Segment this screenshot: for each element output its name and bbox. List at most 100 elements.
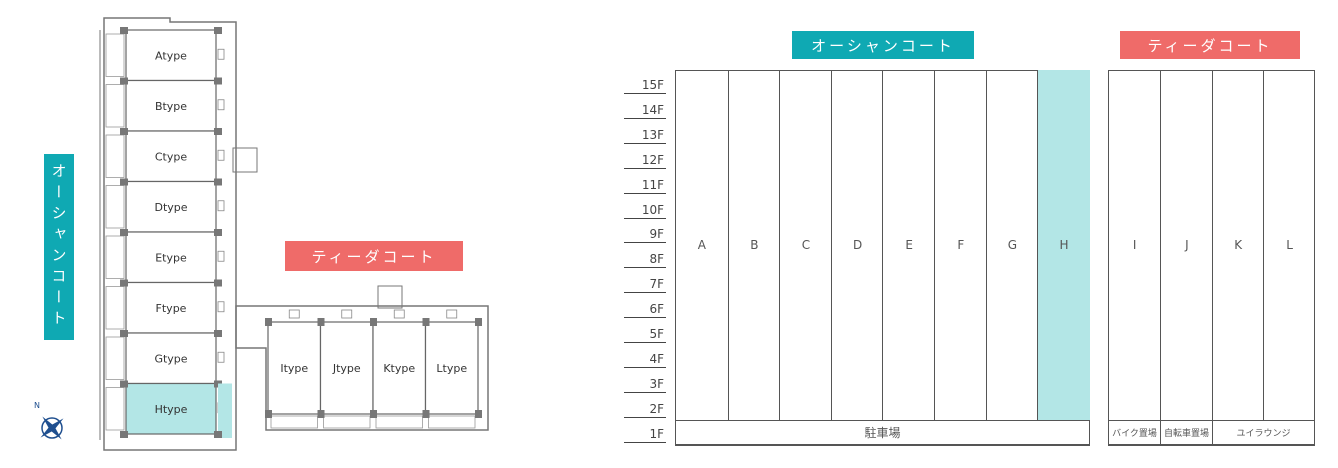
balcony <box>323 415 371 429</box>
floor-label-4f: 4F <box>624 352 666 368</box>
floor-label-2f: 2F <box>624 402 666 418</box>
ocean-court-vertical-label: オーシャンコート <box>44 154 74 340</box>
floor-label-14f: 14F <box>624 103 666 119</box>
door <box>217 149 225 161</box>
tida-column-i: I <box>1132 238 1137 252</box>
balcony <box>105 33 125 77</box>
ground-lounge: ユイラウンジ <box>1212 420 1315 445</box>
unit-room-ltype <box>424 321 479 415</box>
balcony <box>105 286 125 330</box>
ocean-column-f: F <box>934 70 987 420</box>
unit-room-etype <box>125 231 217 284</box>
floor-label-11f: 11F <box>624 178 666 194</box>
pillar <box>317 410 325 418</box>
ocean-wing-outer-detail <box>99 18 105 450</box>
unit-label-gtype: Gtype <box>154 352 187 365</box>
balcony <box>375 415 423 429</box>
floor-plan: AtypeBtypeCtypeDtypeEtypeFtypeGtypeHtype… <box>34 17 489 451</box>
pillar <box>214 178 222 186</box>
pillar <box>214 229 222 236</box>
pillar <box>475 410 482 418</box>
balcony <box>105 336 125 380</box>
pillar <box>214 431 222 438</box>
pillar <box>475 318 482 326</box>
unit-room-ftype <box>125 281 217 334</box>
stairs-tida <box>377 285 403 309</box>
floor-label-15f: 15F <box>624 78 666 94</box>
unit-label-ctype: Ctype <box>155 150 187 163</box>
pillar <box>214 27 222 34</box>
ocean-column-d: D <box>830 70 884 420</box>
tida-column-l: L <box>1262 70 1315 420</box>
door <box>217 99 225 111</box>
door <box>446 309 458 319</box>
balcony <box>105 235 125 279</box>
floor-label-8f: 8F <box>624 252 666 269</box>
unit-label-htype: Htype <box>155 403 188 416</box>
door <box>393 309 405 319</box>
pillar <box>214 279 222 287</box>
unit-label-ltype: Ltype <box>436 362 467 375</box>
unit-room-ctype <box>125 130 217 183</box>
door <box>217 301 225 313</box>
door <box>217 351 225 363</box>
balcony <box>105 134 125 178</box>
ocean-column-h: H <box>1037 70 1090 420</box>
balcony <box>270 415 318 429</box>
floor-label-13f: 13F <box>624 128 666 144</box>
ocean-column-e: E <box>882 70 935 420</box>
pillar <box>265 318 272 326</box>
unit-room-dtype <box>125 180 217 233</box>
pillar <box>370 410 377 418</box>
balcony <box>105 387 125 431</box>
ground-bicycle-parking: 自転車置場 <box>1160 420 1213 445</box>
unit-room-ktype <box>372 321 427 415</box>
pillar <box>422 410 430 418</box>
pillar <box>120 380 128 388</box>
unit-room-htype <box>125 382 217 435</box>
door <box>217 200 225 212</box>
door <box>217 48 225 60</box>
unit-label-atype: Atype <box>155 49 187 62</box>
balcony <box>105 84 125 128</box>
pillar <box>120 279 128 287</box>
door <box>217 250 225 262</box>
unit-room-gtype <box>125 332 217 385</box>
ocean-column-c: C <box>779 70 832 420</box>
ocean-wing-outline <box>103 17 237 451</box>
floor-label-12f: 12F <box>624 153 666 169</box>
floor-label-3f: 3F <box>624 377 666 393</box>
floor-label-1f: 1F <box>624 427 666 443</box>
unit-label-btype: Btype <box>155 100 187 113</box>
pillar <box>317 318 325 326</box>
tida-column-j: J <box>1160 70 1212 420</box>
pillar <box>265 410 272 418</box>
pillar <box>120 27 128 34</box>
pillar <box>120 330 128 337</box>
door <box>288 309 300 319</box>
unit-label-ftype: Ftype <box>156 302 187 315</box>
ocean-column-a: A <box>697 238 706 252</box>
floor-label-9f: 9F <box>624 227 666 244</box>
ocean-column-g: G <box>985 70 1039 420</box>
ocean-column-b: B <box>727 70 781 420</box>
tida-column-k: K <box>1211 70 1264 420</box>
door <box>341 309 353 319</box>
balcony <box>105 185 125 229</box>
pillar <box>214 77 222 85</box>
highlight-corridor <box>218 383 232 438</box>
tida-wing-outline <box>235 305 489 431</box>
unit-label-jtype: Jtype <box>332 362 361 375</box>
pillar <box>214 330 222 337</box>
tida-court-elevation-label: ティーダコート <box>1120 31 1300 59</box>
unit-room-atype <box>125 29 217 82</box>
unit-label-itype: Itype <box>280 362 308 375</box>
unit-room-itype <box>267 321 322 415</box>
tida-court-building <box>1108 70 1315 446</box>
pillar <box>120 128 128 135</box>
floor-label-7f: 7F <box>624 277 666 294</box>
tida-court-plan-label: ティーダコート <box>285 241 463 271</box>
ocean-court-elevation-label: オーシャンコート <box>792 31 974 59</box>
compass-rose-icon: N <box>34 401 64 440</box>
